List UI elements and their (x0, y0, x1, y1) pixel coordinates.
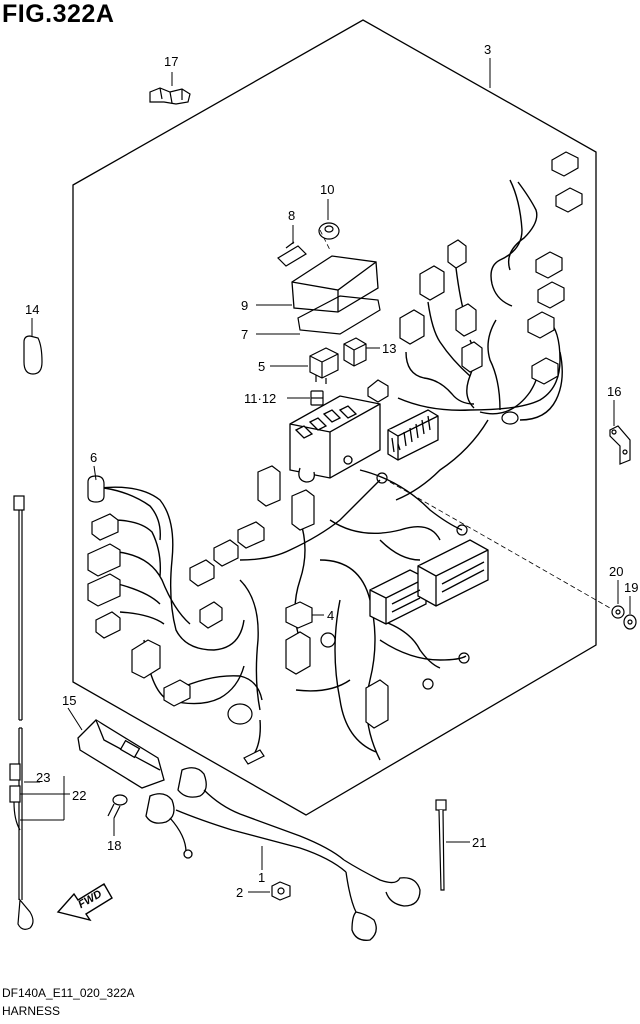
callout-23: 23 (36, 770, 50, 785)
part-19-nut-icon (623, 614, 637, 630)
callout-3: 3 (484, 42, 491, 57)
part-22-23-battery-cable-icon (9, 495, 34, 930)
part-20-washer-icon (611, 605, 625, 619)
left-connectors (87, 465, 389, 765)
callout-10: 10 (320, 182, 334, 197)
part-15-bracket-icon (77, 719, 165, 789)
callout-4: 4 (327, 608, 334, 623)
fusebox-body-icon (289, 395, 381, 483)
callout-17: 17 (164, 54, 178, 69)
callout-5: 5 (258, 359, 265, 374)
figure-title: FIG.322A (2, 0, 115, 28)
part-10-grommet-icon (318, 222, 340, 240)
callout-18: 18 (107, 838, 121, 853)
part-2-nut-icon (271, 881, 291, 901)
top-connector-icon (367, 379, 389, 403)
diagram-code: DF140A_E11_020_322A (2, 986, 135, 1000)
callout-16: 16 (607, 384, 621, 399)
callout-2: 2 (236, 885, 243, 900)
callout-8: 8 (288, 208, 295, 223)
part-4-relay-icon (285, 601, 313, 629)
callout-21: 21 (472, 835, 486, 850)
callout-14: 14 (25, 302, 39, 317)
callout-6: 6 (90, 450, 97, 465)
assembly-frame (72, 19, 597, 816)
part-18-screw-icon (107, 794, 128, 819)
callout-13: 13 (382, 341, 396, 356)
part-21-cable-tie-icon (435, 799, 447, 891)
callout-19: 19 (624, 580, 638, 595)
part-1-lower-harness-icon (145, 767, 421, 941)
part-17-clip-icon (149, 87, 191, 105)
part-9-fusebox-cover-icon (291, 255, 379, 313)
part-13-relay-icon (343, 337, 367, 367)
callout-20: 20 (609, 564, 623, 579)
part-16-bracket-icon (609, 425, 631, 465)
diagram-caption: HARNESS (2, 1004, 61, 1018)
part-8-clip-icon (277, 241, 307, 267)
ring-terminals (320, 472, 470, 690)
callout-22: 22 (72, 788, 86, 803)
fwd-arrow-icon: FWD (56, 883, 113, 922)
callout-15: 15 (62, 693, 76, 708)
callout-11-12: 11·12 (244, 391, 276, 406)
callout-1: 1 (258, 870, 265, 885)
right-harness-branch (395, 179, 563, 501)
left-harness-branch (99, 469, 467, 761)
ecm-connector-block-icon (387, 409, 439, 461)
callout-9: 9 (241, 298, 248, 313)
right-connectors (399, 151, 583, 425)
ecm-connectors (369, 539, 489, 625)
part-11-12-fuse-icon (310, 390, 324, 406)
part-14-boot-icon (23, 335, 43, 375)
callout-7: 7 (241, 327, 248, 342)
part-7-gasket-icon (297, 295, 381, 335)
part-5-relay-icon (309, 347, 339, 384)
dashed-leaders (319, 229, 611, 609)
callout-leaders (93, 58, 491, 481)
